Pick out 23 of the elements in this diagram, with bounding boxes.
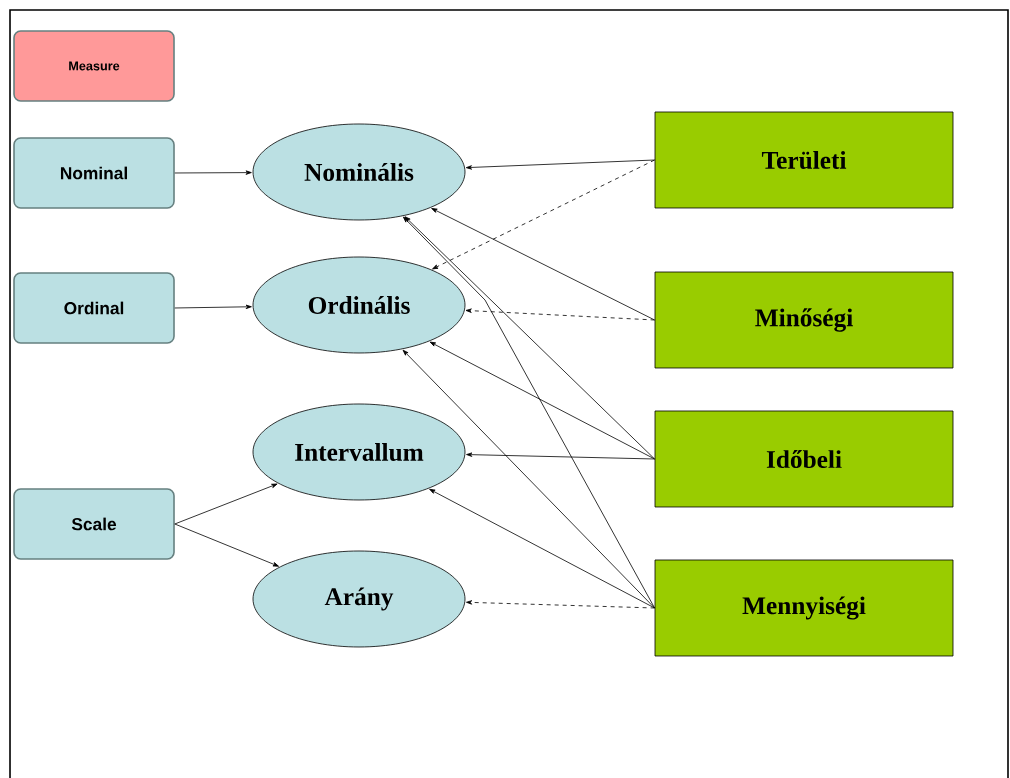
arrow (174, 170, 252, 175)
arrow (466, 600, 655, 609)
category-box: Területi (654, 111, 954, 209)
arrow (402, 349, 655, 609)
arrow (174, 483, 278, 525)
arrow (174, 523, 279, 567)
label-box: Ordinal (13, 272, 175, 344)
arrow (466, 452, 655, 460)
arrow (465, 308, 655, 321)
arrow (429, 341, 655, 460)
category-box: Mennyiségi (654, 559, 954, 657)
label-box: Nominal (13, 137, 175, 209)
arrow (174, 304, 252, 310)
arrow (431, 208, 655, 321)
arrow (404, 216, 655, 460)
arrow (432, 159, 655, 270)
category-box: Minőségi (654, 271, 954, 369)
arrow (465, 159, 655, 170)
arrow (403, 216, 655, 609)
category-box: Időbeli (654, 410, 954, 508)
arrow (429, 488, 655, 609)
label-box: Measure (13, 30, 175, 102)
label-box: Scale (13, 488, 175, 560)
